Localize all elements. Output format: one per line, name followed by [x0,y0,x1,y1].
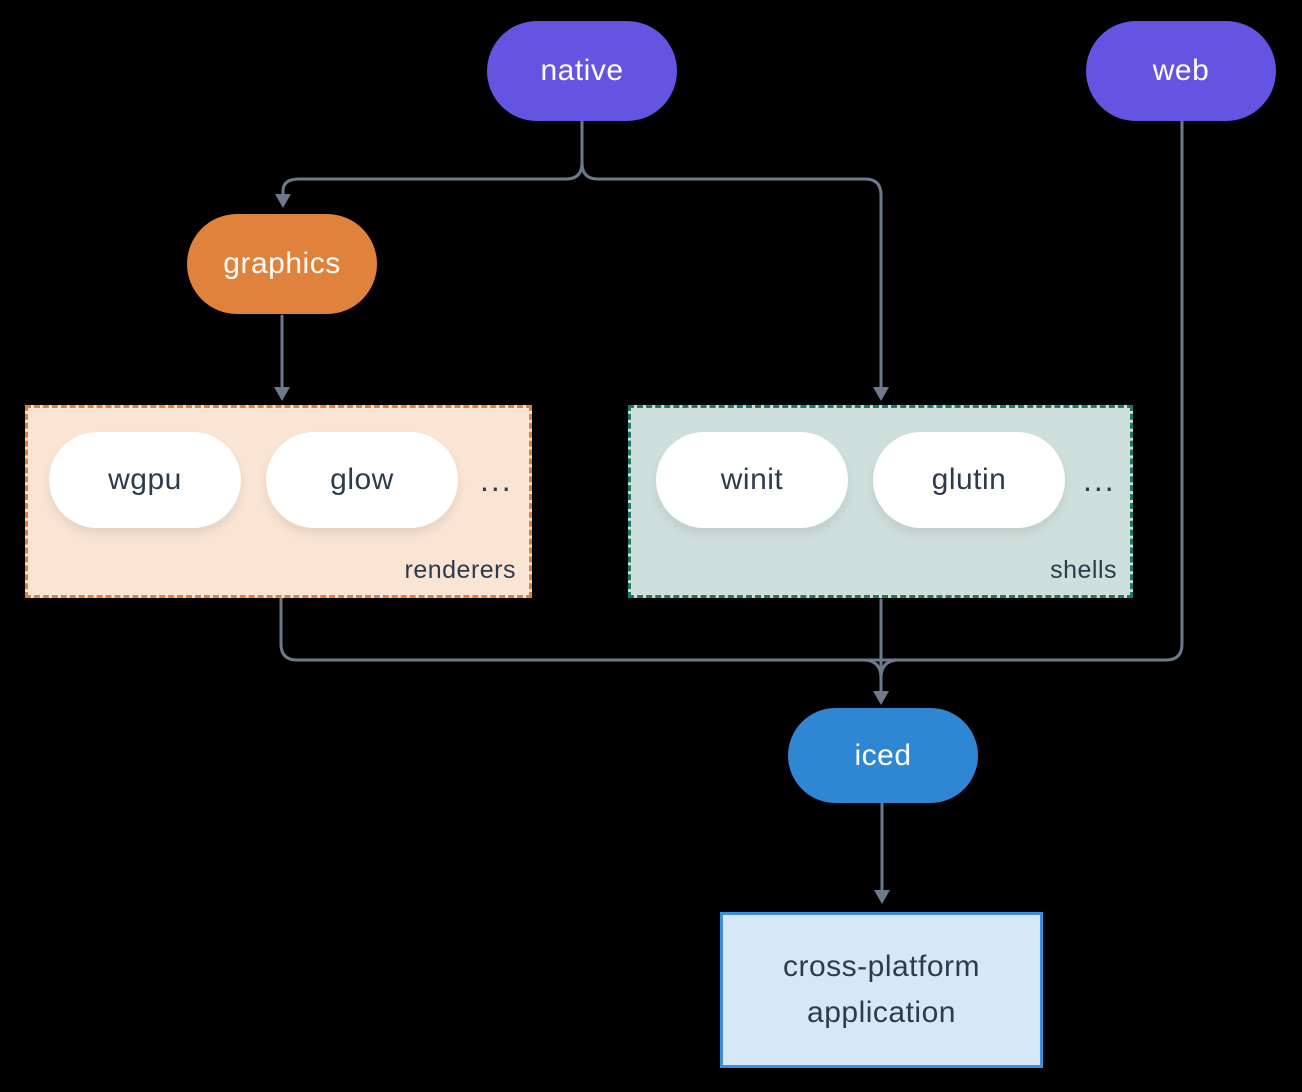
node-iced: iced [788,708,978,803]
node-glow-label: glow [330,463,394,496]
node-web: web [1086,21,1276,121]
node-application-line2: application [807,996,956,1029]
node-glow: glow [266,432,458,528]
group-renderers-label: renderers [404,556,516,584]
node-winit: winit [656,432,848,528]
node-application: cross-platform application [720,912,1043,1068]
shells-ellipsis: ... [1083,461,1116,498]
edge-merge-fillet-left [861,658,883,680]
node-wgpu: wgpu [49,432,241,528]
node-graphics: graphics [187,214,377,314]
node-glutin: glutin [873,432,1065,528]
arrowhead-application [874,890,890,904]
arrowhead-iced [873,691,889,705]
node-graphics-label: graphics [223,247,341,280]
edge-native-to-shells [580,119,883,389]
node-wgpu-label: wgpu [108,463,182,496]
node-winit-label: winit [720,463,784,496]
edge-native-to-graphics [281,119,584,196]
edge-merge-fillet-right [879,658,901,680]
group-shells: winit glutin ... shells [628,405,1133,598]
node-native-label: native [540,54,624,87]
node-native: native [487,21,677,121]
arrowhead-shells [873,387,889,401]
node-iced-label: iced [854,738,912,772]
node-application-line1: cross-platform [782,950,981,983]
arrowhead-renderers [274,387,290,401]
node-glutin-label: glutin [931,463,1007,496]
group-renderers: wgpu glow ... renderers [25,405,532,598]
arrowhead-graphics [275,194,291,208]
node-web-label: web [1152,54,1210,87]
renderers-ellipsis: ... [480,461,513,498]
group-shells-label: shells [1050,556,1117,584]
